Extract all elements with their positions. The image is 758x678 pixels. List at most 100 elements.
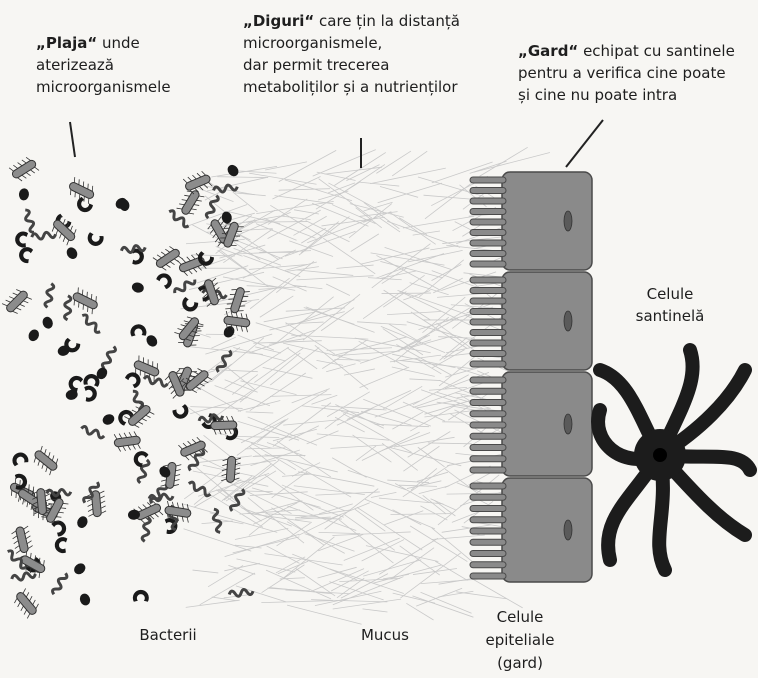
mucus-strand [260,296,293,317]
epithelial-label-line3: (gard) [470,652,570,675]
bacterium-rod-icon [70,287,101,315]
mucus-strand [355,509,385,531]
bacterium-crescent-icon [15,473,28,490]
mucus-strand [265,162,307,170]
mucus-strand [360,182,399,186]
diguri-label-line3: dar permit trecerea [243,54,513,76]
bacterium-rod-icon [30,445,62,475]
mucus-strand [421,390,472,408]
mucus-strand [194,480,241,508]
mucus-strand [233,192,258,212]
mucus-strand [372,244,431,288]
epithelial-cell-icon [470,372,592,476]
mucus-strand [186,600,240,607]
mucus-strand [312,395,338,404]
gard-label-bold: „Gard“ [518,42,578,60]
epithelial-label-line1: Celule [470,606,570,629]
plaja-label-bold: „Plaja“ [36,34,97,52]
mucus-strand [390,355,441,362]
plaja-label: „Plaja“ unde aterizează microorganismele [36,32,236,98]
mucus-strand [276,261,314,292]
cell-nucleus [564,211,572,231]
mucus-strand [294,486,365,495]
cell-nucleus [564,520,572,540]
mucus-strand [296,276,373,280]
mucus-strand [318,567,357,578]
mucus-strand [301,222,339,253]
mucus-strand [409,379,440,381]
mucus-strand [373,565,441,583]
bacterium-coccus-icon [222,324,237,340]
mucus-strand [348,470,407,490]
mucus-strand [383,292,406,308]
mucus-strand [217,433,271,449]
mucus-strand [378,183,442,203]
mucus-strand [339,578,400,581]
diguri-label: „Diguri“ care țin la distanță microorgan… [243,10,513,98]
gard-label-line3: și cine nu poate intra [518,84,758,106]
mucus-strand [225,380,258,393]
mucus-strand [386,446,461,465]
mucus-strand [357,322,407,325]
mucus-strand [392,151,427,176]
mucus-strand [307,431,339,444]
mucus-strand [287,348,317,369]
mucus-strand [371,492,396,497]
bacterium-coccus-icon [41,315,55,330]
mucus-strand [393,548,434,578]
cell-nucleus [564,414,572,434]
mucus-strand [317,172,356,180]
mucus-strand [240,353,300,402]
bacterium-spiral-icon [51,572,68,596]
mucus-strand [382,443,418,470]
bacterium-rod-icon [176,187,205,219]
bacterium-crescent-icon [124,369,144,389]
mucus-strand [235,528,288,539]
mucus-strand [375,401,420,417]
mucus-strand [325,489,379,530]
mucus-strand [383,386,422,409]
bacteria-layer [1,155,253,620]
mucus-strand [419,486,449,494]
mucus-strand [351,234,379,252]
bacterium-crescent-icon [180,297,200,315]
mucus-strand [270,395,331,397]
bacterium-rod-icon [152,244,184,273]
mucus-strand [215,385,270,405]
bacterium-coccus-icon [18,188,29,201]
sentinel-label-line2: santinelă [610,305,730,327]
bacterium-rod-icon [86,490,106,517]
mucus-strand [289,241,333,257]
diguri-label-rest: care țin la distanță [314,12,460,30]
mucus-strand [438,591,473,597]
mucus-strand [398,290,472,316]
bacterium-coccus-icon [78,592,92,607]
mucus-strand [217,177,268,178]
mucus-strand [416,359,441,374]
mucus-strand [418,447,445,467]
bacterium-crescent-icon [14,230,28,248]
epithelial-cells-fence [470,172,592,582]
mucus-strand [236,559,295,572]
mucus-strand [325,411,348,428]
bacterium-rod-icon [1,286,32,317]
bacterium-spiral-icon [11,571,36,582]
mucus-strand [331,571,369,591]
mucus-strand [376,253,444,278]
mucus-strand [261,601,333,603]
mucus-strand [406,603,433,620]
bacterium-rod-icon [124,400,155,431]
mucus-strand [332,458,366,478]
bacterium-rod-icon [113,431,141,452]
plaja-label-line3: microorganismele [36,76,236,98]
bacterium-spiral-icon [45,283,55,308]
plaja-pointer-line [70,122,75,157]
mucus-strand [336,265,373,268]
mucus-strand [474,152,550,172]
bacterium-crescent-icon [130,324,147,337]
mucus-strand [344,538,400,560]
bacterium-spiral-icon [31,231,56,240]
bacterium-crescent-icon [155,270,175,290]
mucus-strand [211,166,277,177]
mucus-strand [256,323,302,337]
